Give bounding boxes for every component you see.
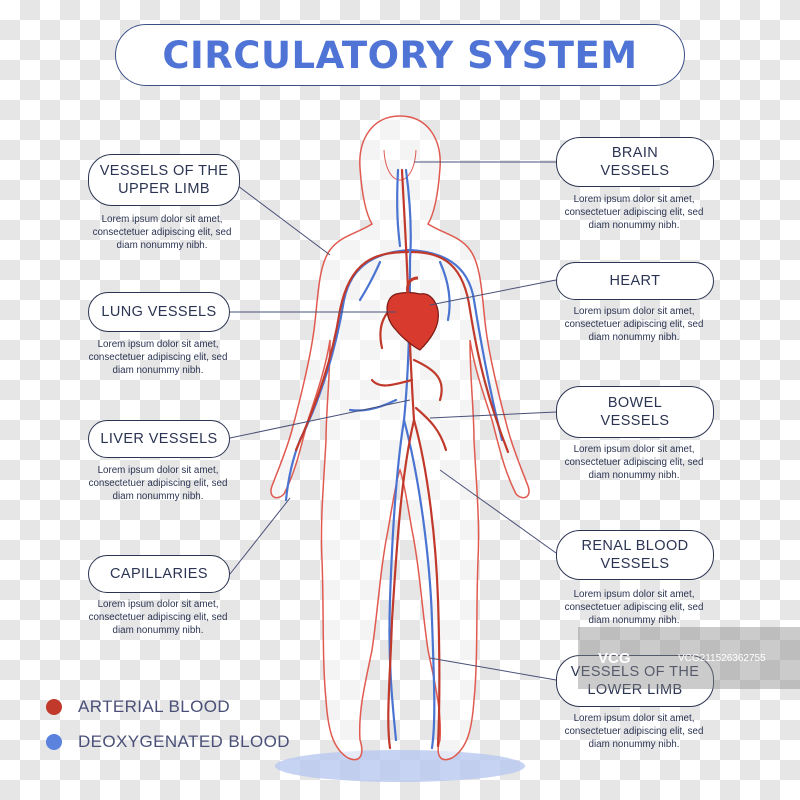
desc-capillaries: Lorem ipsum dolor sit amet, consectetuer…	[88, 599, 228, 636]
legend-arterial: ARTERIAL BLOOD	[46, 697, 230, 717]
label-upper-limb: VESSELS OF THE UPPER LIMB	[88, 154, 240, 206]
face-outline	[383, 149, 417, 181]
label-brain: BRAIN VESSELS	[556, 137, 714, 187]
label-bowel-text: BOWEL VESSELS	[600, 394, 670, 429]
label-heart-text: HEART	[609, 272, 661, 289]
desc-heart: Lorem ipsum dolor sit amet, consectetuer…	[564, 306, 704, 343]
watermark: VCG VCG211526362755	[578, 627, 800, 689]
label-heart: HEART	[556, 262, 714, 300]
desc-lower-limb: Lorem ipsum dolor sit amet, consectetuer…	[564, 713, 704, 750]
desc-bowel: Lorem ipsum dolor sit amet, consectetuer…	[564, 444, 704, 481]
label-liver: LIVER VESSELS	[88, 420, 230, 458]
label-lung: LUNG VESSELS	[88, 292, 230, 332]
watermark-logo: VCG	[598, 649, 631, 667]
label-capillaries-text: CAPILLARIES	[110, 565, 208, 582]
label-renal: RENAL BLOOD VESSELS	[556, 530, 714, 580]
label-lower-limb-text: VESSELS OF THE LOWER LIMB	[570, 663, 700, 698]
desc-upper-limb: Lorem ipsum dolor sit amet, consectetuer…	[92, 214, 232, 251]
desc-lung: Lorem ipsum dolor sit amet, consectetuer…	[88, 339, 228, 376]
label-lower-limb: VESSELS OF THE LOWER LIMB	[556, 655, 714, 707]
label-liver-text: LIVER VESSELS	[100, 430, 218, 447]
desc-renal: Lorem ipsum dolor sit amet, consectetuer…	[564, 589, 704, 626]
body-outline	[270, 115, 530, 761]
heart-top-vessel	[406, 276, 419, 295]
desc-liver: Lorem ipsum dolor sit amet, consectetuer…	[88, 465, 228, 502]
label-brain-text: BRAIN VESSELS	[600, 144, 670, 179]
leader-lines	[229, 161, 557, 681]
desc-brain: Lorem ipsum dolor sit amet, consectetuer…	[564, 194, 704, 231]
legend-deoxygenated-text: DEOXYGENATED BLOOD	[78, 732, 290, 751]
arterial-dot-icon	[46, 699, 62, 715]
watermark-id: VCG211526362755	[678, 652, 766, 664]
deoxygenated-dot-icon	[46, 734, 62, 750]
heart-shape	[386, 291, 439, 351]
legend-deoxygenated: DEOXYGENATED BLOOD	[46, 732, 290, 752]
label-renal-text: RENAL BLOOD VESSELS	[581, 537, 689, 572]
legend-arterial-text: ARTERIAL BLOOD	[78, 697, 231, 716]
title-box: CIRCULATORY SYSTEM	[115, 24, 685, 86]
arterial-vessels	[294, 168, 510, 750]
page-title: CIRCULATORY SYSTEM	[162, 33, 638, 77]
floor-shadow	[275, 750, 525, 782]
label-lung-text: LUNG VESSELS	[101, 303, 217, 320]
label-bowel: BOWEL VESSELS	[556, 386, 714, 438]
venous-vessels	[284, 168, 504, 750]
label-capillaries: CAPILLARIES	[88, 555, 230, 593]
label-upper-limb-text: VESSELS OF THE UPPER LIMB	[99, 162, 229, 197]
